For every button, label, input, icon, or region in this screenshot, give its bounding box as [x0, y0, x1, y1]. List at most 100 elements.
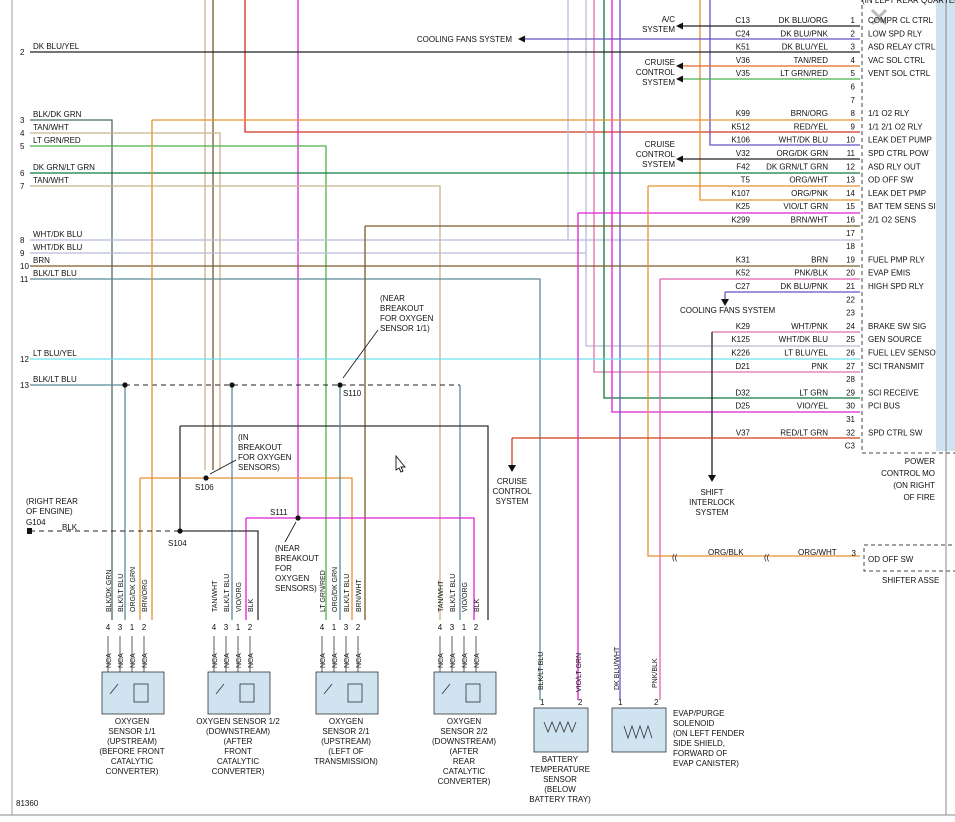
pcm-pin-wire: BRN/ORG	[791, 109, 828, 118]
sensor-wire-label: BLK/LT BLU	[344, 574, 351, 612]
pcm-pin-number: 16	[846, 216, 855, 225]
pcm-pin-circuit: K99	[736, 109, 751, 118]
od-switch-pin: 3	[852, 549, 857, 558]
sensor-pin-number: 2	[356, 623, 361, 632]
pcm-pin-number: 31	[846, 415, 855, 424]
pcm-pin-wire: TAN/RED	[793, 56, 828, 65]
sensor-wire-label: VIO/ORG	[236, 582, 243, 612]
pcm-pin-function: 2/1 O2 SENS	[868, 216, 916, 225]
pcm-pin-function: SCI RECEIVE	[868, 388, 919, 397]
heater-element-icon	[347, 683, 363, 703]
pcm-pin-wire: WHT/PNK	[791, 322, 829, 331]
oxygen-sensor-name: OXYGEN	[115, 717, 149, 726]
splice-s111	[295, 515, 301, 521]
shift-arrow	[708, 475, 716, 482]
pcm-pin-function: FUEL PMP RLY	[868, 255, 925, 264]
pcm-pin-wire: DK BLU/YEL	[782, 43, 829, 52]
oxygen-sensor-name: CATALYTIC	[443, 767, 485, 776]
splice-s111-note: OXYGEN	[275, 574, 309, 583]
close-icon	[870, 8, 888, 26]
pcm-pin-circuit: K106	[731, 136, 750, 145]
pcm-pin-number: 17	[846, 229, 855, 238]
battery-temp-sensor-body	[533, 707, 589, 753]
pcm-pin-circuit: D25	[735, 402, 750, 411]
oxygen-sensor-name: REAR	[453, 757, 475, 766]
sensor-nca-label: NCA	[332, 653, 339, 668]
pcm-pin-circuit: V35	[736, 69, 751, 78]
pcm-pin-wire: PNK/BLK	[794, 269, 828, 278]
pcm-caption: POWER	[905, 457, 935, 466]
cruise-control-label: CONTROL	[636, 68, 676, 77]
pcm-pin-circuit: V37	[736, 428, 751, 437]
splice-s110-label: S110	[343, 389, 362, 398]
cooling-arrow	[518, 35, 525, 43]
pcm-pin-circuit: C24	[735, 29, 750, 38]
ground-wire-label: BLK	[62, 523, 78, 532]
battery-sensor-wire: BLK/LT BLU	[538, 652, 545, 690]
left-wire-number: 9	[20, 249, 25, 258]
splice-s106-note: FOR OXYGEN	[238, 453, 292, 462]
oxygen-sensor-body	[433, 671, 497, 715]
pcm-pin-number: 29	[846, 388, 855, 397]
oxygen-sensor-body	[315, 671, 379, 715]
sensor-nca-label: NCA	[130, 653, 137, 668]
cruise-arrow-vent	[676, 75, 683, 83]
oxygen-sensor-name: CONVERTER)	[106, 767, 159, 776]
evap-solenoid-name: FORWARD OF	[673, 749, 727, 758]
wire-sci-receive	[603, 0, 860, 399]
sensor-nca-label: NCA	[438, 653, 445, 668]
connector-mark: ((	[672, 553, 678, 562]
ac-system-label: A/C	[662, 15, 676, 24]
splice-s110-note: (NEAR	[380, 294, 405, 303]
shift-interlock-label: SYSTEM	[696, 508, 729, 517]
evap-pin: 2	[654, 698, 659, 707]
wire-org-dk-grn-s106	[206, 477, 353, 620]
pcm-pin-wire: DK BLU/PNK	[780, 29, 828, 38]
wire-tan-wht-4	[30, 132, 221, 470]
pcm-caption: CONTROL MO	[881, 469, 935, 478]
splice-s106-note: SENSORS)	[238, 463, 280, 472]
shift-interlock-label: SHIFT	[700, 488, 723, 497]
sensor-pin-number: 1	[130, 623, 135, 632]
left-wire-number: 2	[20, 48, 25, 57]
splice-s110-note: SENSOR 1/1)	[380, 324, 430, 333]
sensor-pin-number: 4	[438, 623, 443, 632]
pcm-pin-circuit: K125	[731, 335, 750, 344]
pcm-pin-number: 11	[847, 149, 856, 158]
evap-pin: 1	[618, 698, 623, 707]
oxygen-sensor-name: CATALYTIC	[217, 757, 259, 766]
pcm-pin-function: VENT SOL CTRL	[868, 69, 931, 78]
pcm-pin-circuit: K107	[731, 189, 750, 198]
pcm-pin-circuit: C13	[735, 16, 750, 25]
cruise-control-label: CONTROL	[492, 487, 532, 496]
pcm-location-note: (IN LEFT REAR QUARTER	[862, 0, 955, 5]
pcm-pin-circuit: D21	[735, 362, 750, 371]
oxygen-sensor-name: (DOWNSTREAM)	[206, 727, 270, 736]
sensor-pin-number: 3	[344, 623, 349, 632]
battery-temp-sensor-name: SENSOR	[543, 775, 577, 784]
cruise-control-label: CRUISE	[645, 140, 675, 149]
pcm-pin-function: 1/1 O2 RLY	[868, 109, 910, 118]
oxygen-sensor-name: (AFTER	[450, 747, 479, 756]
oxygen-sensor-name: CONVERTER)	[212, 767, 265, 776]
sensor-nca-label: NCA	[212, 653, 219, 668]
wire-blk-dk-grn	[30, 119, 113, 620]
heater-element-icon	[239, 683, 255, 703]
left-wire-label: LT BLU/YEL	[33, 349, 77, 358]
cruise-arrow-spd	[676, 155, 683, 163]
sensor-pin-number: 2	[248, 623, 253, 632]
pcm-pin-number: 4	[851, 56, 856, 65]
sensor-wire-label: TAN/WHT	[212, 580, 219, 612]
sensor-wire-label: BLK/DK GRN	[106, 570, 113, 612]
left-wire-number: 3	[20, 116, 25, 125]
cruise-control-label: CONTROL	[636, 150, 676, 159]
sensor-element-icon	[109, 683, 119, 695]
pcm-pin-circuit: K226	[731, 349, 750, 358]
evap-wire: DK BLU/WHT	[614, 646, 621, 690]
cruise-control-label: SYSTEM	[642, 78, 675, 87]
splice-s106-note: BREAKOUT	[238, 443, 282, 452]
pcm-pin-function: HIGH SPD RLY	[868, 282, 925, 291]
ground-location-note: (RIGHT REAR	[26, 497, 78, 506]
left-wire-number: 13	[20, 381, 29, 390]
oxygen-sensor-name: SENSOR 2/1	[322, 727, 370, 736]
